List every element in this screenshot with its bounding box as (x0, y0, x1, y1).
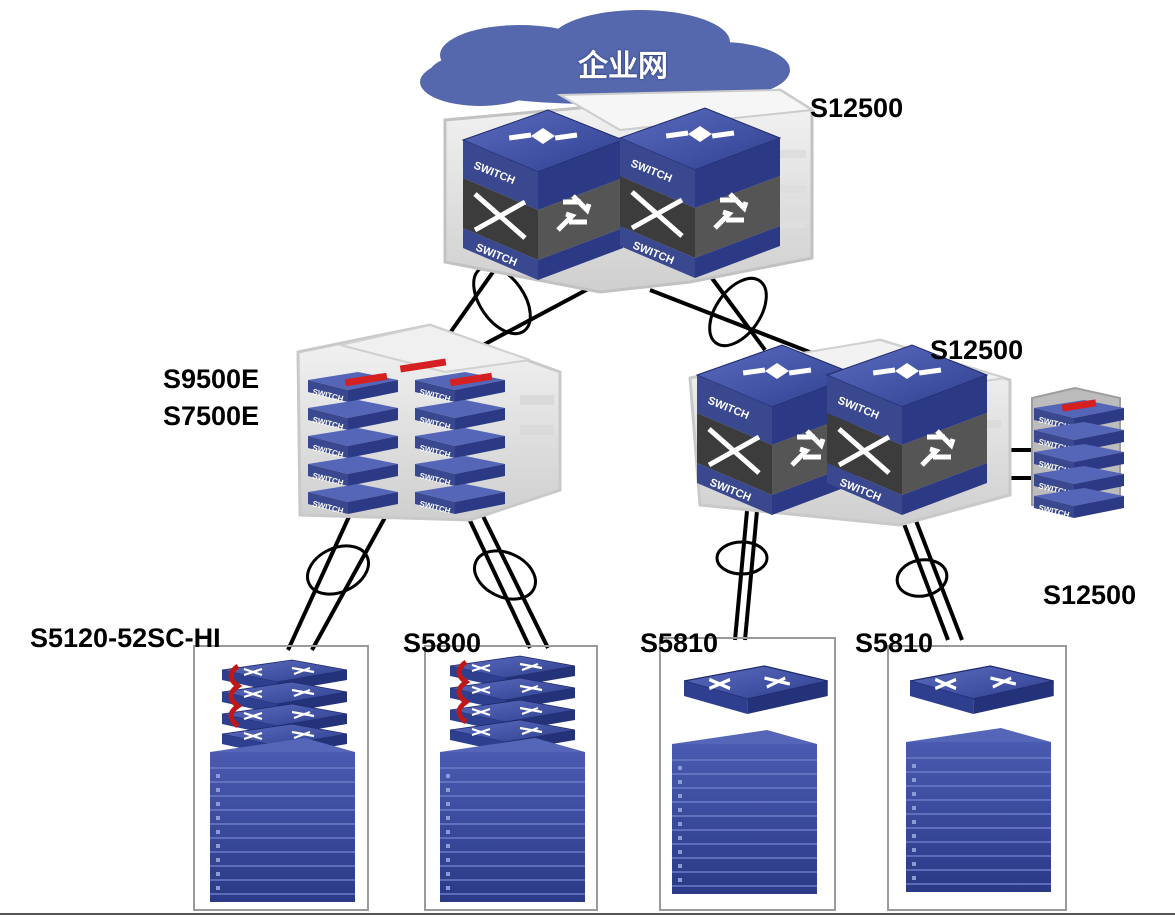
link-agg-access3-a (733, 499, 750, 641)
access4-label: S5810 (855, 628, 934, 658)
link-agg-access1-b (310, 511, 390, 651)
secblade-chassis (1031, 386, 1124, 520)
right-aggregation-switch-s12500 (688, 338, 1012, 527)
core-switch-s12500 (443, 88, 815, 294)
link-agg-access3-b (743, 499, 760, 641)
link-agg-access2-b (478, 509, 550, 649)
access-box-2 (424, 645, 598, 911)
right-side-label: S12500 (1043, 580, 1137, 610)
link-core-left-a (443, 260, 502, 342)
access-box-4 (887, 645, 1067, 911)
cloud-label: 企业网 (578, 49, 668, 84)
lag-ring-access1 (306, 544, 370, 596)
enterprise-network-cloud (420, 10, 790, 106)
access2-label: S5800 (403, 628, 482, 658)
left-agg-label-2: S7500E (163, 401, 260, 431)
link-agg-access4-b (906, 499, 964, 641)
access3-label: S5810 (640, 628, 719, 658)
left-aggregation-switch (296, 323, 562, 522)
access-box-3 (659, 637, 836, 911)
lag-ring-access4 (895, 558, 949, 598)
lag-ring-access3 (715, 540, 769, 576)
access1-label: S5120-52SC-HI (30, 623, 221, 653)
link-agg-access1-a (286, 509, 354, 651)
right-agg-label: S12500 (930, 335, 1024, 365)
links (286, 260, 1035, 651)
core-label: S12500 (810, 93, 904, 123)
link-core-right-b (649, 288, 831, 362)
left-agg-label-1: S9500E (163, 364, 260, 394)
lag-ring-access2 (473, 549, 537, 601)
access-box-1 (193, 645, 369, 911)
link-agg-access2-a (463, 509, 532, 649)
lag-ring-core-right (708, 276, 768, 348)
